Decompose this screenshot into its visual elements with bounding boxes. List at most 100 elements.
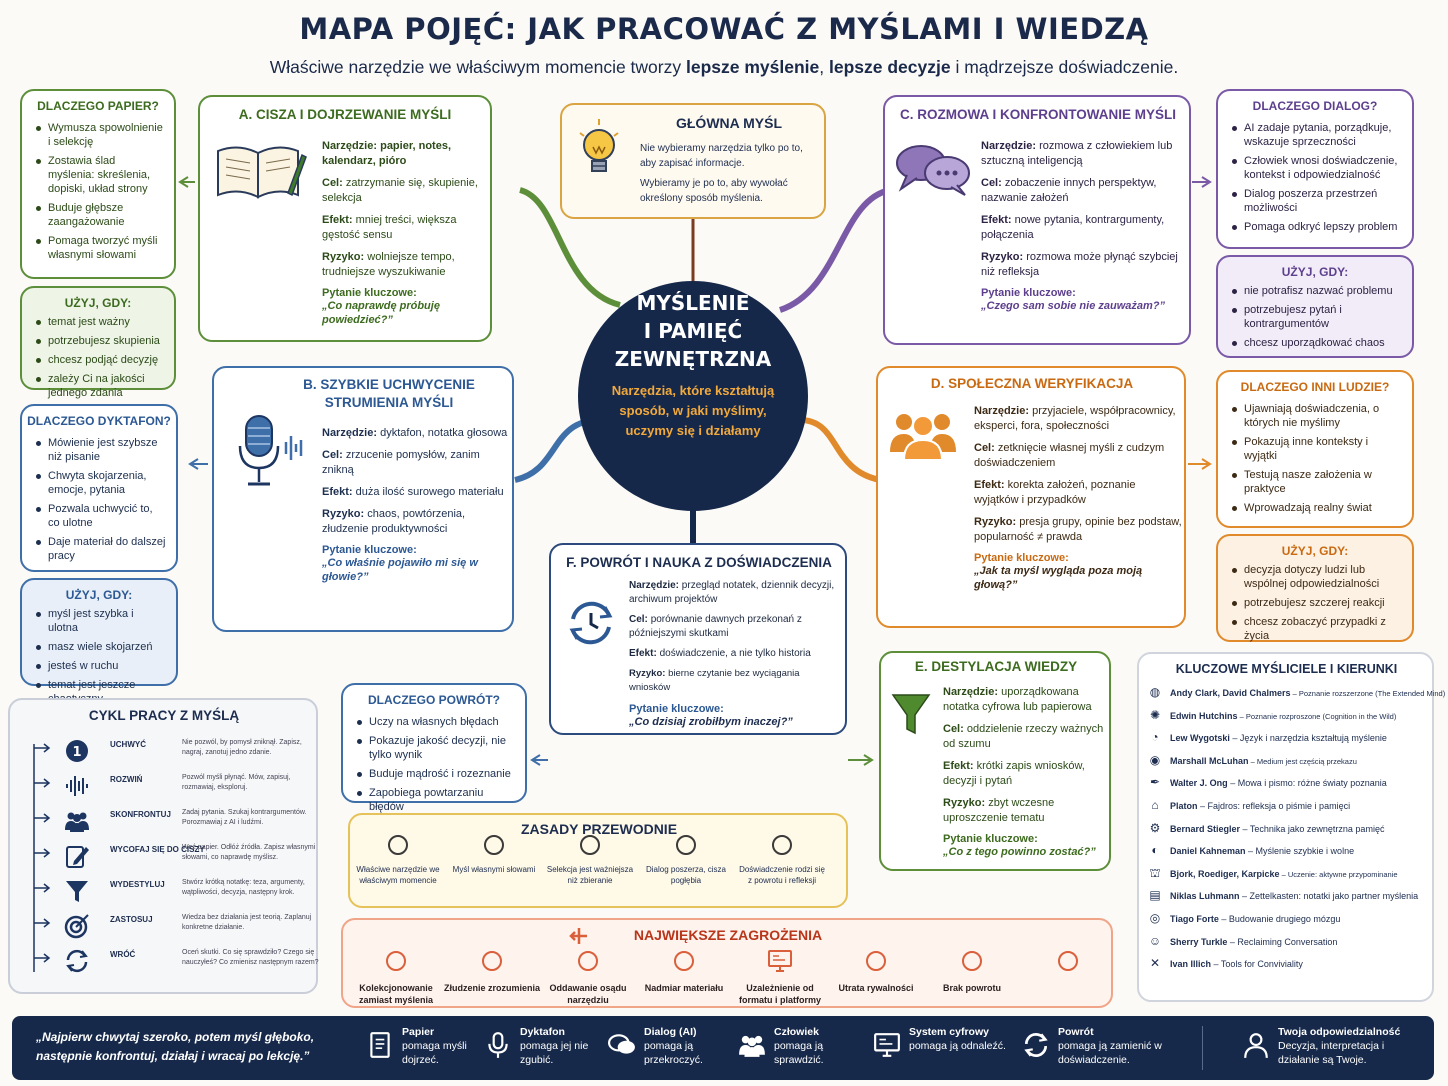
threat-item: Nadmiar materiału (636, 948, 732, 994)
section-b-effect: Efekt: duża ilość surowego materiału (322, 486, 504, 498)
section-d-title: D. SPOŁECZNA WERYFIKACJA (930, 376, 1134, 391)
center-title-line1: MYŚLENIE (636, 291, 750, 315)
section-b-title: B. SZYBKIE UCHWYCENIE STRUMIENIA MYŚLI (303, 377, 475, 410)
why-return-item: Zapobiega powtarzaniu błędów (357, 786, 515, 814)
principle-label: Selekcja jest ważniejsza niż zbieranie (546, 865, 634, 885)
soundwave-icon (66, 776, 88, 796)
broken-link-icon (1058, 951, 1078, 971)
cycle-step-desc: Zadaj pytania. Szukaj kontrargumentów. P… (182, 809, 307, 826)
section-a-tool: Narzędzie: papier, notes, kalendarz, pió… (322, 140, 452, 167)
thinker-desc: – Fajdros: refleksja o piśmie i pamięci (1197, 801, 1351, 811)
document-stack-icon (674, 951, 694, 971)
principle-label: Dialog poszerza, cisza pogłębia (645, 865, 727, 885)
thinker-item: ◉Marshall McLuhan – Medium jest częścią … (1148, 753, 1357, 773)
footer-item-desc: pomaga ją zamienić w doświadczenie. (1058, 1040, 1162, 1066)
use-dictaphone-item: jesteś w ruchu (36, 659, 166, 673)
section-a-goal: Cel: zatrzymanie się, skupienie, selekcj… (322, 177, 478, 204)
section-e-tool: Narzędzie: uporządkowana notatka cyfrowa… (943, 686, 1092, 713)
tools-icon: ✕ (1149, 956, 1161, 971)
why-people-item: Ujawniają doświadczenia, o których nie m… (1232, 402, 1402, 430)
half-circle-icon: ◐ (1151, 843, 1159, 858)
thinker-name: Bernard Stiegler (1170, 823, 1241, 834)
cycle-step-label: ROZWIŃ (110, 775, 143, 784)
mic-icon (488, 1032, 508, 1058)
threats-title: NAJWIĘKSZE ZAGROŻENIA (633, 927, 823, 943)
why-return-item: Pokazuje jakość decyzji, nie tylko wynik (357, 734, 515, 762)
thinker-desc: – Zettelkasten: notatki jako partner myś… (1239, 891, 1419, 902)
section-f-box: F. POWRÓT I NAUKA Z DOŚWIADCZENIA Narzęd… (549, 543, 847, 735)
section-b-goal: Cel: zrzucenie pomysłów, zanim znikną (322, 449, 480, 476)
thinker-desc: – Reclaiming Conversation (1227, 936, 1338, 947)
thinker-item: ⌂Platon – Fajdros: refleksja o piśmie i … (1148, 798, 1350, 818)
cycle-step-label: WYDESTYLUJ (110, 880, 165, 889)
why-return-item: Buduje mądrość i rozeznanie (357, 767, 515, 781)
use-people-list: decyzja dotyczy ludzi lub wspólnej odpow… (1232, 563, 1402, 643)
center-subtitle: Narzędzia, które kształtują sposób, w ja… (611, 383, 775, 438)
thinker-item: ▤Niklas Luhmann – Zettelkasten: notatki … (1148, 888, 1418, 908)
section-d-question: Pytanie kluczowe:„Jak ta myśl wygląda po… (974, 552, 1143, 591)
section-e-goal: Cel: oddzielenie rzeczy ważnych od szumu (943, 723, 1104, 750)
use-people-item: decyzja dotyczy ludzi lub wspólnej odpow… (1232, 563, 1402, 591)
threat-label: Złudzenie zrozumienia (444, 983, 541, 993)
threat-item: Utrata rywalności (828, 948, 924, 994)
thinker-desc: – Uczenie: aktywne przypominanie (1279, 869, 1398, 879)
why-people-item: Testują nasze założenia w praktyce (1232, 468, 1402, 496)
threat-label: Kolekcjonowanie zamiast myślenia (358, 983, 434, 1005)
thinker-name: Andy Clark, David Chalmers (1170, 688, 1291, 698)
section-b-question: Pytanie kluczowe:„Co właśnie pojawiło mi… (322, 544, 478, 583)
cycle-step-desc: Pozwól myśli płynąć. Mów, zapisuj, rozma… (182, 774, 291, 791)
footer-item-title: Dialog (AI) (644, 1026, 697, 1038)
why-dialog-box: DLACZEGO DIALOG? AI zadaje pytania, porz… (1216, 89, 1414, 249)
quill-icon: ✒ (1149, 775, 1161, 790)
svg-text:1: 1 (72, 745, 81, 760)
card-box-icon: ▤ (1149, 888, 1161, 903)
section-c-risk: Ryzyko: rozmowa może płynąć szybciej niż… (981, 251, 1178, 278)
why-paper-item: Wymusza spowolnienie i selekcję (36, 121, 164, 149)
thinker-item: ◍Andy Clark, David Chalmers – Poznanie r… (1148, 685, 1445, 705)
people-icon (739, 1035, 765, 1057)
cycle-step-label: WRÓĆ (110, 950, 136, 959)
thinker-item: ⛫Bjork, Roediger, Karpicke – Uczenie: ak… (1148, 866, 1398, 886)
number-one-icon: 1 (66, 740, 88, 762)
thinker-name: Walter J. Ong (1170, 778, 1228, 789)
why-dictaphone-item: Pozwala uchwycić to, co ulotne (36, 502, 166, 530)
section-f-risk: Ryzyko: bierne czytanie bez wyciągania w… (629, 668, 800, 693)
thinker-item: ◔Lew Wygotski – Język i narzędzia kształ… (1148, 730, 1387, 750)
section-c-goal: Cel: zobaczenie innych perspektyw, nazwa… (981, 177, 1157, 204)
thinker-name: Sherry Turkle (1170, 936, 1228, 947)
connector-a (518, 187, 621, 308)
funnel-icon (891, 694, 931, 735)
filter-icon (580, 835, 600, 855)
threat-item: Oddawanie osądu narzędziu (540, 948, 636, 1006)
why-people-item: Pokazują inne konteksty i wyjątki (1232, 435, 1402, 463)
principle-item: Doświadczenie rodzi się z powrotu i refl… (736, 832, 828, 886)
center-title-line3: ZEWNĘTRZNA (614, 347, 772, 371)
use-dialog-item: potrzebujesz pytań i kontrargumentów (1232, 303, 1402, 331)
page-title: MAPA POJĘĆ: JAK PRACOWAĆ Z MYŚLAMI I WIE… (299, 12, 1149, 46)
pen-icon (484, 835, 504, 855)
thinker-item: ✒Walter J. Ong – Mowa i pismo: różne świ… (1148, 775, 1387, 795)
why-return-item: Uczy na własnych błędach (357, 715, 515, 729)
microphone-icon (238, 415, 303, 486)
cycle-step: ROZWIŃ Pozwól myśli płynąć. Mów, zapisuj,… (32, 771, 322, 805)
thinker-item: ☺Sherry Turkle – Reclaiming Conversation (1148, 934, 1338, 954)
section-c-title: C. ROZMOWA I KONFRONTOWANIE MYŚLI (900, 107, 1176, 122)
cycle-step-label: WYCOFAJ SIĘ DO CISZY (110, 845, 205, 854)
use-dictaphone-item: masz wiele skojarzeń (36, 640, 166, 654)
warning-arrows-icon (569, 928, 587, 944)
cycle-step-label: ZASTOSUJ (110, 915, 153, 924)
use-paper-title: UŻYJ, GDY: (64, 296, 132, 310)
use-dialog-box: UŻYJ, GDY: nie potrafisz nazwać problemu… (1216, 255, 1414, 358)
main-idea-box: GŁÓWNA MYŚL Nie wybieramy narzędzia tylk… (560, 103, 826, 219)
gear-brain-icon: ⚙ (1149, 820, 1161, 835)
refresh-icon (1024, 1033, 1048, 1057)
lightbulb-icon (579, 119, 619, 172)
cycle-title: CYKL PRACY Z MYŚLĄ (88, 708, 240, 723)
why-people-list: Ujawniają doświadczenia, o których nie m… (1232, 402, 1402, 515)
